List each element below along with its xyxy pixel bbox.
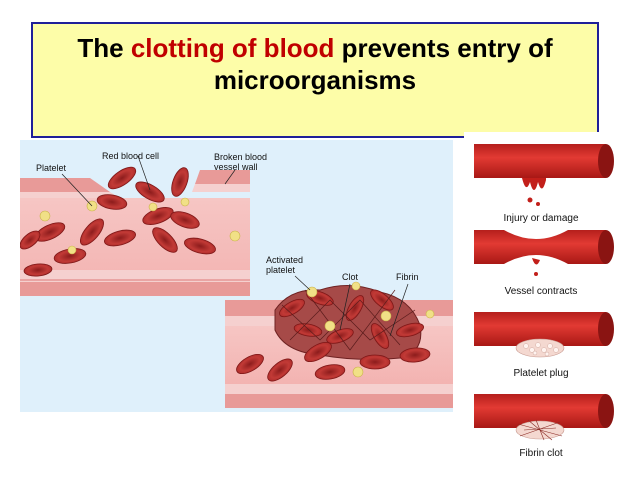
label-broken-vessel-2: vessel wall: [214, 162, 258, 172]
slide-title: The clotting of blood prevents entry of …: [33, 32, 597, 96]
label-activated-2: platelet: [266, 265, 296, 275]
title-highlight: clotting of blood: [130, 33, 335, 63]
stage-injury: Injury or damage: [474, 144, 614, 224]
label-clot: Clot: [342, 272, 359, 282]
label-activated-1: Activated: [266, 255, 303, 265]
title-box: The clotting of blood prevents entry of …: [31, 22, 599, 138]
stage-contracts: Vessel contracts: [474, 230, 614, 297]
platelets-upper: [39, 197, 241, 255]
stage-platelet-plug: Platelet plug: [474, 312, 614, 379]
stage-fibrin-clot: Fibrin clot: [474, 394, 614, 459]
stages-illustration: Injury or damage Vessel contracts Platel…: [474, 144, 614, 459]
title-line2: microorganisms: [213, 65, 417, 95]
label-red-blood-cell: Red blood cell: [102, 151, 159, 161]
title-part1: The: [77, 33, 131, 63]
clotting-stages-panel: Injury or damage Vessel contracts Platel…: [464, 132, 629, 468]
stage-label-contracts: Vessel contracts: [505, 286, 578, 297]
clot-mass: [274, 285, 422, 360]
label-fibrin: Fibrin: [396, 272, 419, 282]
vessel-illustration: Platelet Red blood cell Broken blood ves…: [19, 151, 453, 408]
label-broken-vessel-1: Broken blood: [214, 152, 267, 162]
blood-vessel-diagram: Platelet Red blood cell Broken blood ves…: [19, 140, 453, 412]
red-blood-cells-lower: [236, 289, 431, 382]
leader-lines: [61, 155, 409, 337]
stage-label-platelet-plug: Platelet plug: [513, 368, 568, 379]
stage-label-injury: Injury or damage: [503, 213, 578, 224]
title-part2: prevents entry of: [334, 33, 553, 63]
stage-label-fibrin-clot: Fibrin clot: [519, 448, 563, 459]
fibrin-strands: [281, 289, 416, 351]
red-blood-cells-upper: [19, 166, 216, 277]
label-platelet: Platelet: [36, 163, 67, 173]
